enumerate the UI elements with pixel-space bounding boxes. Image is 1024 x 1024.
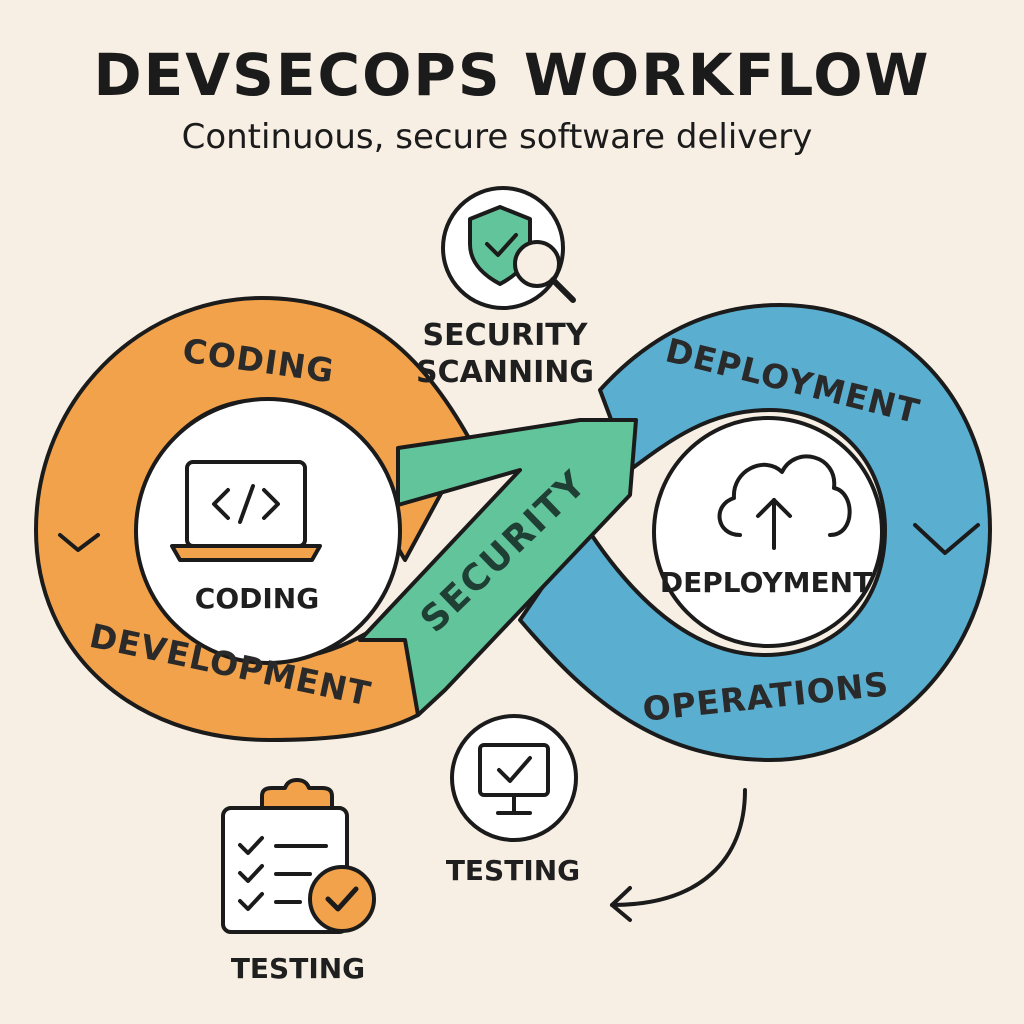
right-loop-chevron-icon [913, 523, 980, 555]
testing-checklist-label: TESTING [231, 952, 365, 985]
return-arrow-head-icon [610, 886, 632, 922]
left-loop-chevron-icon [58, 533, 100, 552]
deployment-node: DEPLOYMENT [660, 454, 872, 599]
security-scanning-node: SECURITY SCANNING [416, 186, 594, 390]
coding-node-label: CODING [195, 582, 319, 615]
security-band-shape [358, 418, 638, 717]
testing-monitor-label: TESTING [446, 854, 580, 887]
return-arrow-line [610, 788, 747, 907]
coding-node: CODING [170, 460, 322, 615]
return-arrow [610, 788, 747, 922]
cloud-upload-icon [717, 454, 852, 550]
shield-search-icon [468, 205, 576, 303]
monitor-check-icon [478, 743, 550, 815]
page-title: DEVSECOPS WORKFLOW [93, 41, 930, 109]
deployment-node-label: DEPLOYMENT [660, 566, 872, 599]
security-scanning-label-line2: SCANNING [416, 355, 594, 390]
laptop-code-icon [170, 460, 322, 562]
security-scanning-label-line1: SECURITY [423, 318, 589, 353]
testing-monitor-node: TESTING [446, 714, 580, 887]
testing-checklist-node: TESTING [221, 778, 376, 985]
clipboard-checklist-icon [221, 778, 376, 934]
page-subtitle: Continuous, secure software delivery [182, 117, 813, 157]
